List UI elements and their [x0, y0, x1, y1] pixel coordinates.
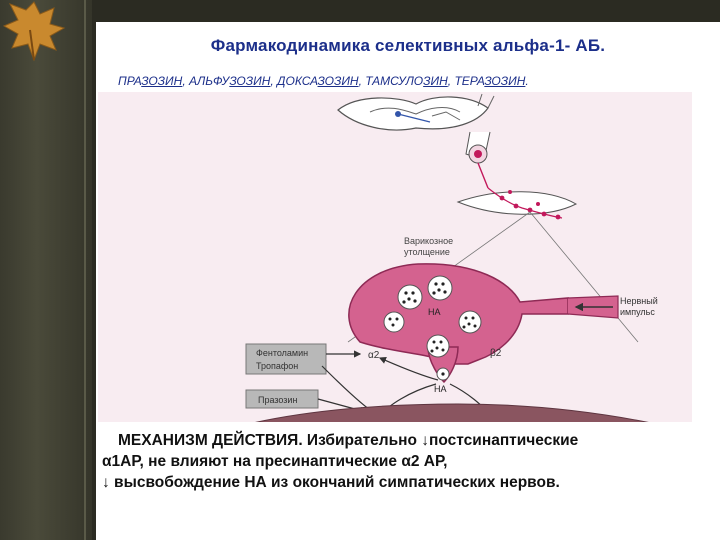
spinal-cord-section [338, 94, 494, 130]
box1-line2: Тропафон [256, 361, 298, 371]
drug-terazosin-suffix: ЗОЗИН [484, 74, 525, 88]
receptor-beta2-label: β2 [490, 348, 502, 359]
na-label-cleft: НА [434, 384, 447, 394]
synapse-diagram-svg: Варикозное утолщение [98, 92, 692, 422]
slide-title: Фармакодинамика селективных альфа-1- АБ. [96, 36, 720, 56]
nerve-impulse-label-1: Нервный [620, 296, 658, 306]
nerve-impulse-label-2: импульс [620, 307, 655, 317]
drug-tamsulosin-prefix: ТАМСУЛО [365, 74, 423, 88]
receptor-alpha2-label: α2 [368, 350, 380, 361]
autumn-leaf-icon [0, 0, 92, 70]
na-label-inside: НА [428, 307, 441, 317]
drug-prazosin-suffix: ЗОЗИН [141, 74, 182, 88]
mechanism-text: МЕХАНИЗМ ДЕЙСТВИЯ. Избирательно ↓постсин… [102, 430, 714, 493]
left-decor-strip [0, 0, 92, 540]
mechanism-line-3: ↓ высвобождение НА из окончаний симпатич… [102, 472, 714, 493]
drug-list: ПРАЗОЗИН, АЛЬФУЗОЗИН, ДОКСАЗОЗИН, ТАМСУЛ… [118, 74, 718, 88]
drug-sep-1: , [182, 74, 189, 88]
drug-alfuzosin-suffix: ЗОЗИН [229, 74, 270, 88]
drug-terazosin-prefix: ТЕРА [454, 74, 484, 88]
phentolamine-box: Фентоламин Тропафон [246, 344, 326, 374]
prazosin-box: Празозин [246, 390, 318, 408]
box2-label: Празозин [258, 395, 297, 405]
varicose-label-2: утолщение [404, 247, 450, 257]
slide-content: Фармакодинамика селективных альфа-1- АБ.… [96, 22, 720, 540]
drug-doxazosin-suffix: ЗОЗИН [318, 74, 359, 88]
synapse-diagram: Варикозное утолщение [98, 92, 692, 422]
drug-alfuzosin-prefix: АЛЬФУ [189, 74, 229, 88]
arrow-na-alpha2 [380, 358, 438, 380]
box1-line1: Фентоламин [256, 348, 308, 358]
varicose-label-1: Варикозное [404, 236, 453, 246]
drug-prazosin-prefix: ПРА [118, 74, 141, 88]
drug-doxazosin-prefix: ДОКСА [277, 74, 317, 88]
sympathetic-ganglion [466, 132, 490, 188]
mechanism-line-2: α1АР, не влияют на пресинаптические α2 А… [102, 451, 714, 472]
drug-end: . [525, 74, 528, 88]
effector-cell-top [458, 188, 576, 219]
drug-tamsulosin-suffix: ЗИН [423, 74, 448, 88]
mechanism-line-1: МЕХАНИЗМ ДЕЙСТВИЯ. Избирательно ↓постсин… [102, 430, 714, 451]
